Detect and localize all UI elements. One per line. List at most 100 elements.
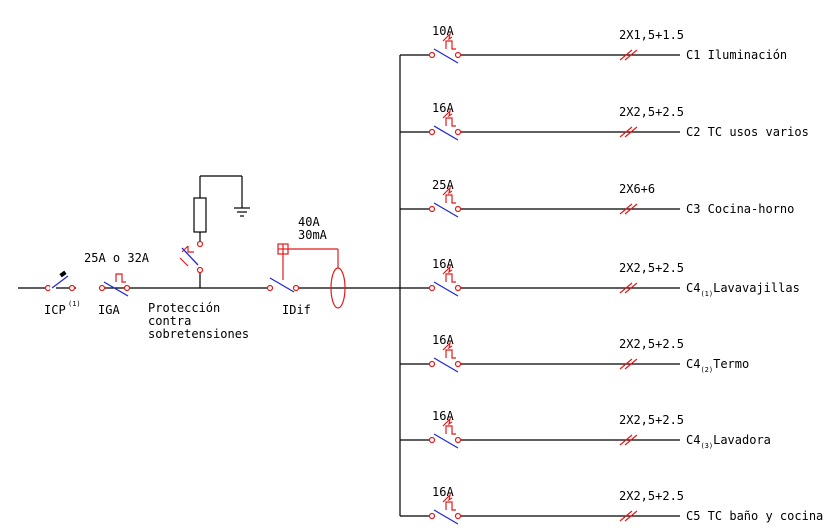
circuit-code: C4 xyxy=(686,433,700,447)
circuit-branch: 10A 2X1,5+1.5C1 Iluminación xyxy=(400,24,787,64)
circuit-code: C2 xyxy=(686,125,700,139)
cable-section: 2X2,5+2.5 xyxy=(619,261,684,275)
circuit-name: Iluminación xyxy=(700,48,787,62)
branch-node xyxy=(454,512,462,520)
cable-tick xyxy=(619,203,633,215)
cable-tick xyxy=(624,282,638,294)
cable-tick xyxy=(624,434,638,446)
branch-node xyxy=(428,360,436,368)
branch-node xyxy=(428,436,436,444)
breaker-thermal-mark xyxy=(445,501,456,511)
branch-node xyxy=(454,128,462,136)
branch-node xyxy=(454,284,462,292)
cable-tick xyxy=(624,126,638,138)
cable-section: 2X2,5+2.5 xyxy=(619,489,684,503)
circuit-branch: 16A 2X2,5+2.5C4(3)Lavadora xyxy=(400,409,771,450)
surge-label-line-3: sobretensiones xyxy=(148,327,249,341)
rcd-sensitivity: 30mA xyxy=(298,228,328,242)
surge-protector xyxy=(179,175,250,288)
breaker-thermal-mark xyxy=(445,273,456,283)
iga-label: IGA xyxy=(98,303,120,317)
breaker-thermal-mark xyxy=(445,194,456,204)
breaker-thermal-mark xyxy=(445,40,456,50)
breaker-thermal-mark xyxy=(445,425,456,435)
branch-node xyxy=(454,51,462,59)
breaker-contact xyxy=(433,357,459,373)
cable-tick xyxy=(619,126,633,138)
cable-section: 2X1,5+1.5 xyxy=(619,28,684,42)
circuit-branch: 16A 2X2,5+2.5C5 TC baño y cocina xyxy=(400,485,823,525)
circuit-label: C4(1)Lavavajillas xyxy=(686,281,800,298)
breaker-magnetic-mark xyxy=(442,493,453,503)
rcd-rating: 40A xyxy=(298,215,320,229)
breaker-magnetic-mark xyxy=(442,32,453,42)
circuit-label: C4(2)Termo xyxy=(686,357,749,374)
branch-node xyxy=(454,436,462,444)
breaker-rating: 16A xyxy=(432,333,454,347)
icp-note: (1) xyxy=(68,300,81,308)
icp-switch xyxy=(44,270,76,292)
breaker-rating: 25A xyxy=(432,178,454,192)
breaker-contact xyxy=(433,202,459,218)
cable-section: 2X2,5+2.5 xyxy=(619,105,684,119)
circuit-label: C4(3)Lavadora xyxy=(686,433,771,450)
breaker-thermal-mark xyxy=(445,349,456,359)
circuit-label: C1 Iluminación xyxy=(686,48,787,62)
circuit-name: Cocina-horno xyxy=(700,202,794,216)
branch-node xyxy=(428,284,436,292)
branch-node xyxy=(428,205,436,213)
branch-node xyxy=(428,128,436,136)
cable-section: 2X6+6 xyxy=(619,182,655,196)
circuit-branch: 16A 2X2,5+2.5C4(2)Termo xyxy=(400,333,749,374)
circuit-label: C2 TC usos varios xyxy=(686,125,809,139)
breaker-contact xyxy=(433,125,459,141)
breaker-thermal-mark xyxy=(445,117,456,127)
branch-node xyxy=(428,512,436,520)
circuit-code: C1 xyxy=(686,48,700,62)
circuit-code: C4 xyxy=(686,357,700,371)
circuit-name: TC baño y cocina xyxy=(700,509,823,523)
breaker-contact xyxy=(433,281,459,297)
circuit-subindex: (2) xyxy=(700,366,713,374)
circuit-name: Termo xyxy=(713,357,749,371)
breaker-magnetic-mark xyxy=(442,109,453,119)
breaker-rating: 10A xyxy=(432,24,454,38)
circuit-code: C4 xyxy=(686,281,700,295)
breaker-contact xyxy=(433,48,459,64)
breaker-rating: 16A xyxy=(432,485,454,499)
circuit-name: Lavadora xyxy=(713,433,771,447)
cable-tick xyxy=(624,49,638,61)
circuit-label: C5 TC baño y cocina xyxy=(686,509,823,523)
rcd-switch xyxy=(266,243,346,309)
surge-label-line-1: Protección xyxy=(148,301,220,315)
breaker-rating: 16A xyxy=(432,409,454,423)
circuit-code: C3 xyxy=(686,202,700,216)
cable-section: 2X2,5+2.5 xyxy=(619,337,684,351)
circuit-name: TC usos varios xyxy=(700,125,808,139)
branch-node xyxy=(454,205,462,213)
cable-tick xyxy=(619,510,633,522)
breaker-magnetic-mark xyxy=(442,186,453,196)
branch-node xyxy=(428,51,436,59)
branch-node xyxy=(454,360,462,368)
circuit-name: Lavavajillas xyxy=(713,281,800,295)
iga-rating: 25A o 32A xyxy=(84,251,150,265)
breaker-rating: 16A xyxy=(432,257,454,271)
cable-tick xyxy=(624,203,638,215)
breaker-contact xyxy=(433,509,459,525)
cable-tick xyxy=(619,49,633,61)
surge-label-line-2: contra xyxy=(148,314,191,328)
cable-tick xyxy=(624,510,638,522)
circuit-label: C3 Cocina-horno xyxy=(686,202,794,216)
rcd-label: IDif xyxy=(282,303,311,317)
cable-section: 2X2,5+2.5 xyxy=(619,413,684,427)
breaker-magnetic-mark xyxy=(442,265,453,275)
circuit-subindex: (3) xyxy=(700,442,713,450)
breaker-magnetic-mark xyxy=(442,341,453,351)
cable-tick xyxy=(619,434,633,446)
circuit-subindex: (1) xyxy=(700,290,713,298)
circuit-code: C5 xyxy=(686,509,700,523)
